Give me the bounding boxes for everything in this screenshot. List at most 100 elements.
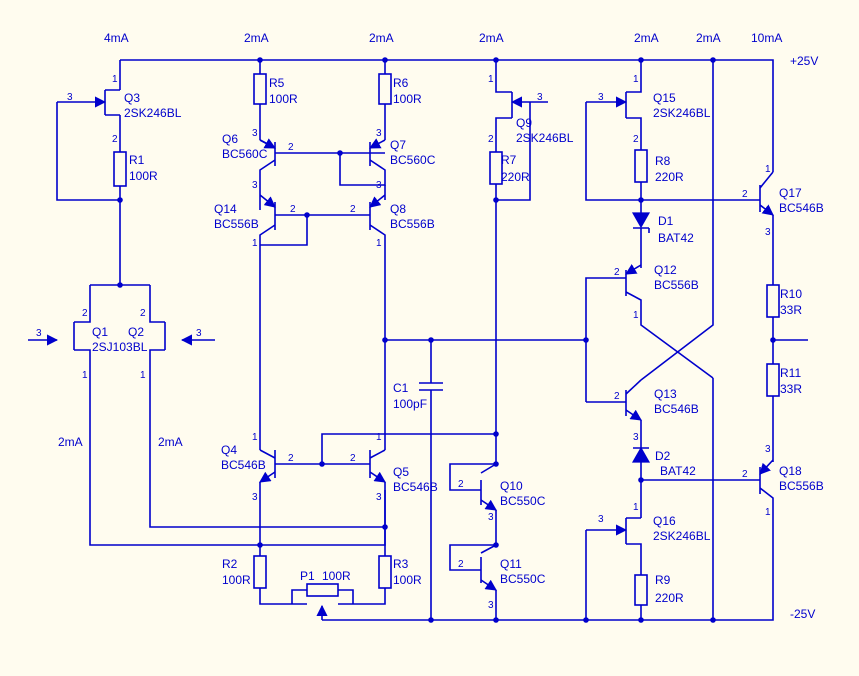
q8-value: BC556B <box>390 217 435 231</box>
pin-number: 1 <box>252 432 258 443</box>
pin-number: 2 <box>742 189 748 200</box>
r9-ref: R9 <box>655 573 671 587</box>
q16-ref: Q16 <box>653 514 676 528</box>
q16-value: 2SK246BL <box>653 529 711 543</box>
q14-value: BC556B <box>214 217 259 231</box>
r3-value: 100R <box>393 573 422 587</box>
q8-transistor <box>369 194 386 450</box>
pin-number: 2 <box>290 204 296 215</box>
q5-ref: Q5 <box>393 465 409 479</box>
pin-number: 3 <box>67 92 73 103</box>
r6-ref: R6 <box>393 76 409 90</box>
pin-number: 3 <box>537 92 543 103</box>
r10-value: 33R <box>780 303 802 317</box>
pin-number: 3 <box>765 227 771 238</box>
pin-number: 1 <box>488 74 494 85</box>
pin-number: 1 <box>252 238 258 249</box>
q9-value: 2SK246BL <box>516 131 574 145</box>
q18-ref: Q18 <box>779 464 802 478</box>
q10-ref: Q10 <box>500 479 523 493</box>
pin-number: 3 <box>252 180 258 191</box>
d1-ref: D1 <box>658 214 674 228</box>
q5-value: BC546B <box>393 480 438 494</box>
pin-number: 3 <box>376 492 382 503</box>
q10-value: BC550C <box>500 494 546 508</box>
q15-value: 2SK246BL <box>653 106 711 120</box>
r5-value: 100R <box>269 92 298 106</box>
c1-capacitor <box>385 339 585 620</box>
c1-ref: C1 <box>393 381 409 395</box>
q12-ref: Q12 <box>654 263 677 277</box>
pin-number: 2 <box>140 308 146 319</box>
r7-value: 220R <box>501 170 530 184</box>
pin-number: 1 <box>82 370 88 381</box>
q13-ref: Q13 <box>654 387 677 401</box>
pin-number: 3 <box>765 444 771 455</box>
pin-number: 3 <box>488 600 494 611</box>
pin-number: 2 <box>350 204 356 215</box>
pin-number: 2 <box>112 134 118 145</box>
q7-value: BC560C <box>390 153 436 167</box>
current-label-q9: 2mA <box>479 31 504 45</box>
pin-number: 1 <box>765 507 771 518</box>
pin-number: 2 <box>633 134 639 145</box>
r7-ref: R7 <box>501 153 517 167</box>
pin-number: 2 <box>742 469 748 480</box>
r10-ref: R10 <box>780 287 802 301</box>
pin-number: 1 <box>376 432 382 443</box>
current-label-q2: 2mA <box>158 435 183 449</box>
pin-number: 3 <box>196 328 202 339</box>
pin-number: 3 <box>598 514 604 525</box>
pin-number: 3 <box>252 492 258 503</box>
p1-potentiometer <box>291 583 354 620</box>
q15-jfet <box>585 60 642 201</box>
q16-jfet <box>585 517 642 620</box>
r1-value: 100R <box>129 169 158 183</box>
d2-value: BAT42 <box>660 464 696 478</box>
q5-transistor <box>321 433 496 556</box>
q10-transistor <box>449 463 497 545</box>
r11-ref: R11 <box>780 366 801 380</box>
q17-value: BC546B <box>779 201 824 215</box>
pin-number: 1 <box>633 502 639 513</box>
q11-transistor <box>449 544 497 620</box>
pin-number: 3 <box>252 128 258 139</box>
p1-ref: P1 <box>300 569 315 583</box>
q2-ref: Q2 <box>128 325 144 339</box>
r8-resistor <box>634 149 648 213</box>
q9-jfet <box>495 60 548 201</box>
current-label-r5: 2mA <box>244 31 269 45</box>
pin-number: 2 <box>614 267 620 278</box>
q3-ref: Q3 <box>124 91 140 105</box>
q15-ref: Q15 <box>653 91 676 105</box>
negative-rail <box>322 600 774 621</box>
r8-value: 220R <box>655 170 684 184</box>
d1-diode <box>631 212 651 268</box>
d2-ref: D2 <box>655 449 671 463</box>
q11-value: BC550C <box>500 572 546 586</box>
negative-rail-label: -25V <box>790 607 815 621</box>
pin-number: 1 <box>140 370 146 381</box>
q6-transistor <box>259 138 385 210</box>
r7-resistor <box>489 151 503 464</box>
current-label-r6: 2mA <box>369 31 394 45</box>
q12-value: BC556B <box>654 278 699 292</box>
pin-number: 3 <box>488 512 494 523</box>
pin-number: 2 <box>288 453 294 464</box>
r9-value: 220R <box>655 591 684 605</box>
r6-value: 100R <box>393 92 422 106</box>
r3-ref: R3 <box>393 557 409 571</box>
pin-number: 2 <box>488 134 494 145</box>
pin-number: 3 <box>376 128 382 139</box>
q8-ref: Q8 <box>390 202 406 216</box>
pin-number: 2 <box>350 453 356 464</box>
r1-resistor <box>113 151 127 285</box>
q4-transistor <box>259 449 370 556</box>
positive-rail-label: +25V <box>790 54 818 68</box>
q1-ref: Q1 <box>92 325 108 339</box>
current-label-q3: 4mA <box>104 31 129 45</box>
pin-number: 1 <box>633 310 639 321</box>
r1-ref: R1 <box>129 153 145 167</box>
c1-value: 100pF <box>393 397 427 411</box>
